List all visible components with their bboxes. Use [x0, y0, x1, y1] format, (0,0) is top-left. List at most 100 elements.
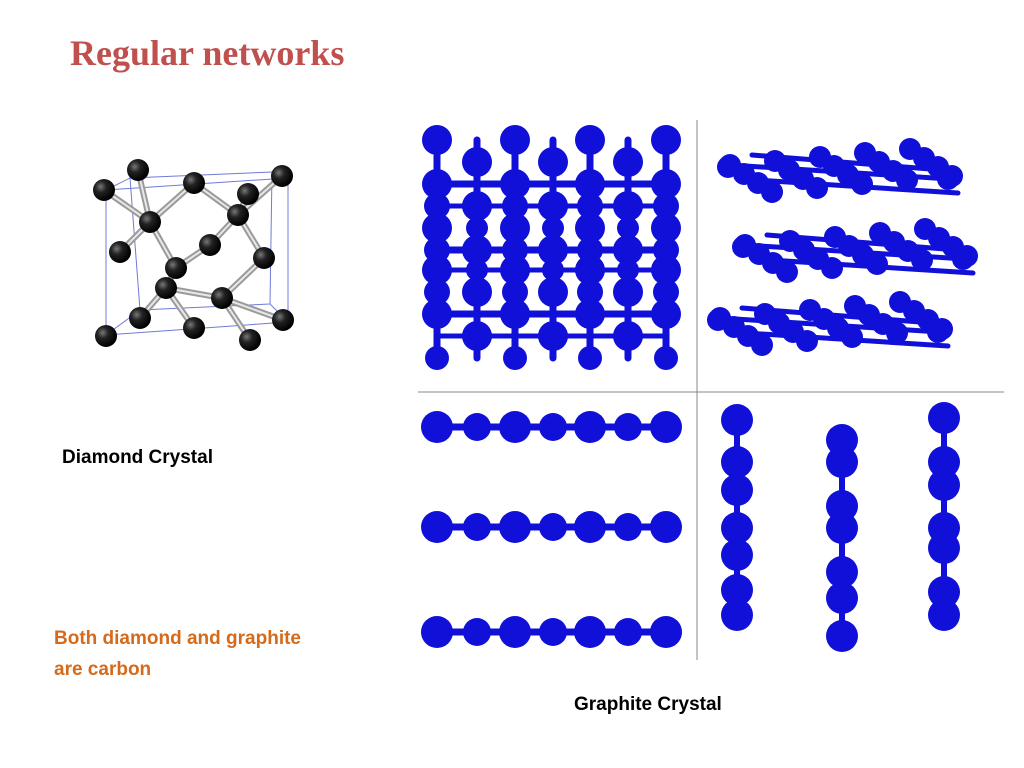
carbon-note-line-1: Both diamond and graphite: [54, 628, 301, 649]
graphite-side-view: [721, 402, 960, 652]
atom: [199, 234, 221, 256]
atom: [237, 183, 259, 205]
atom: [651, 213, 681, 243]
atom: [539, 618, 567, 646]
atom: [653, 237, 679, 263]
atom: [271, 165, 293, 187]
atom: [613, 191, 643, 221]
graphite-caption: Graphite Crystal: [574, 694, 722, 715]
atom: [654, 346, 678, 370]
atom: [614, 513, 642, 541]
atom: [538, 235, 568, 265]
atom: [751, 334, 773, 356]
atom: [424, 279, 450, 305]
atom: [239, 329, 261, 351]
atom: [253, 247, 275, 269]
atom: [650, 411, 682, 443]
atom: [463, 513, 491, 541]
atom: [502, 237, 528, 263]
diamond-crystal-diagram: [93, 159, 294, 351]
atom: [821, 257, 843, 279]
diamond-caption: Diamond Crystal: [62, 447, 213, 468]
atom: [928, 469, 960, 501]
atom: [577, 193, 603, 219]
atom: [721, 539, 753, 571]
graphite-layer: [717, 138, 963, 203]
atom: [841, 326, 863, 348]
atom: [650, 616, 682, 648]
graphite-layer: [732, 218, 978, 283]
atom: [928, 446, 960, 478]
cell-edge: [269, 171, 273, 305]
atom: [155, 277, 177, 299]
atom: [721, 446, 753, 478]
atom: [896, 169, 918, 191]
atom: [937, 168, 959, 190]
atom: [499, 511, 531, 543]
atom: [617, 259, 639, 281]
atom: [466, 259, 488, 281]
carbon-note-line-2: are carbon: [54, 659, 152, 680]
slide-title: Regular networks: [70, 33, 345, 73]
atom: [109, 241, 131, 263]
atom: [129, 307, 151, 329]
graphite-top-view: [422, 125, 681, 370]
graphite-layer: [707, 291, 953, 356]
atom: [227, 204, 249, 226]
atom: [653, 193, 679, 219]
atom: [502, 193, 528, 219]
atom: [422, 169, 452, 199]
graphite-perspective-view: [707, 138, 978, 356]
atom: [928, 599, 960, 631]
atom: [93, 179, 115, 201]
atom: [577, 279, 603, 305]
atom: [499, 411, 531, 443]
atom: [211, 287, 233, 309]
atom: [617, 217, 639, 239]
atom: [421, 511, 453, 543]
atom: [651, 299, 681, 329]
atom: [577, 237, 603, 263]
atom: [613, 277, 643, 307]
atom: [95, 325, 117, 347]
atom: [538, 191, 568, 221]
atom: [127, 159, 149, 181]
atom: [500, 299, 530, 329]
atom: [183, 172, 205, 194]
atom: [421, 411, 453, 443]
atom: [542, 259, 564, 281]
atom: [796, 330, 818, 352]
carbon-note: Both diamond and graphite are carbon: [54, 623, 374, 685]
atom: [139, 211, 161, 233]
atom: [463, 413, 491, 441]
atom: [650, 511, 682, 543]
bond: [752, 256, 976, 276]
atom: [538, 147, 568, 177]
atom: [614, 618, 642, 646]
atom: [575, 213, 605, 243]
bond: [737, 176, 961, 196]
cell-edge: [129, 177, 141, 311]
atom: [502, 279, 528, 305]
atom: [422, 299, 452, 329]
atom: [928, 402, 960, 434]
bond: [727, 329, 951, 349]
atom: [575, 255, 605, 285]
atom: [463, 618, 491, 646]
atom: [575, 125, 605, 155]
atom: [866, 253, 888, 275]
atom: [886, 322, 908, 344]
atom: [826, 512, 858, 544]
atom: [721, 474, 753, 506]
atom: [424, 193, 450, 219]
atom: [721, 599, 753, 631]
atom: [503, 346, 527, 370]
atom: [826, 556, 858, 588]
atom: [462, 191, 492, 221]
atom: [500, 213, 530, 243]
atom: [776, 261, 798, 283]
atom: [183, 317, 205, 339]
atom: [927, 321, 949, 343]
atom: [165, 257, 187, 279]
